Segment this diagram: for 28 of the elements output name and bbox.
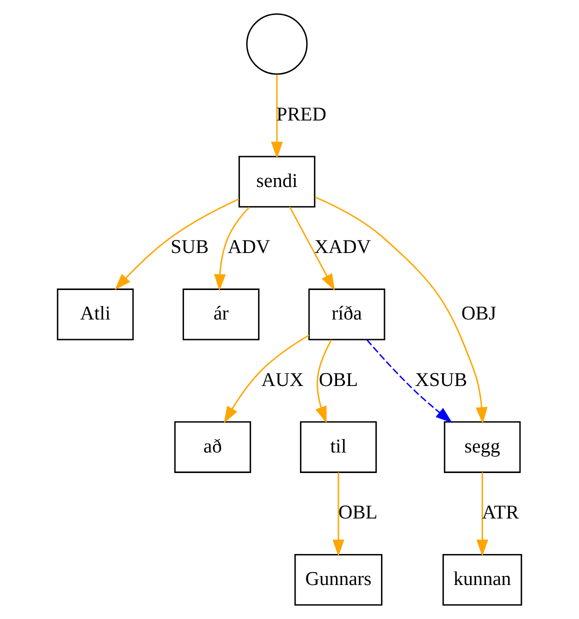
arrow <box>214 206 250 292</box>
edge-label: ADV <box>228 237 270 258</box>
edge-label: OBL <box>318 370 358 391</box>
node-box: kunnan <box>442 554 522 606</box>
node-box: Gunnars <box>294 554 382 606</box>
arrow <box>476 472 488 556</box>
edge-label: OBJ <box>461 304 496 325</box>
edge-label: OBL <box>338 502 378 524</box>
edge-label: XSUB <box>415 370 468 391</box>
arrow <box>224 334 310 424</box>
node-box: ríða <box>308 288 386 340</box>
node-box: til <box>300 421 377 473</box>
node-box: segg <box>444 421 521 473</box>
arrow <box>289 206 335 291</box>
arrow <box>314 196 488 424</box>
node-circle <box>246 13 308 75</box>
edge-label: XADV <box>314 237 371 258</box>
edge-label: AUX <box>261 370 304 391</box>
arrow <box>114 198 240 290</box>
arrow <box>332 472 344 556</box>
arrow <box>271 74 283 159</box>
arrow <box>315 339 332 424</box>
node-box: að <box>174 421 252 473</box>
node-box: Atli <box>56 288 134 340</box>
node-box: sendi <box>238 156 316 208</box>
edge-label: SUB <box>170 237 209 258</box>
arrow <box>366 339 452 424</box>
node-box: ár <box>182 288 260 340</box>
